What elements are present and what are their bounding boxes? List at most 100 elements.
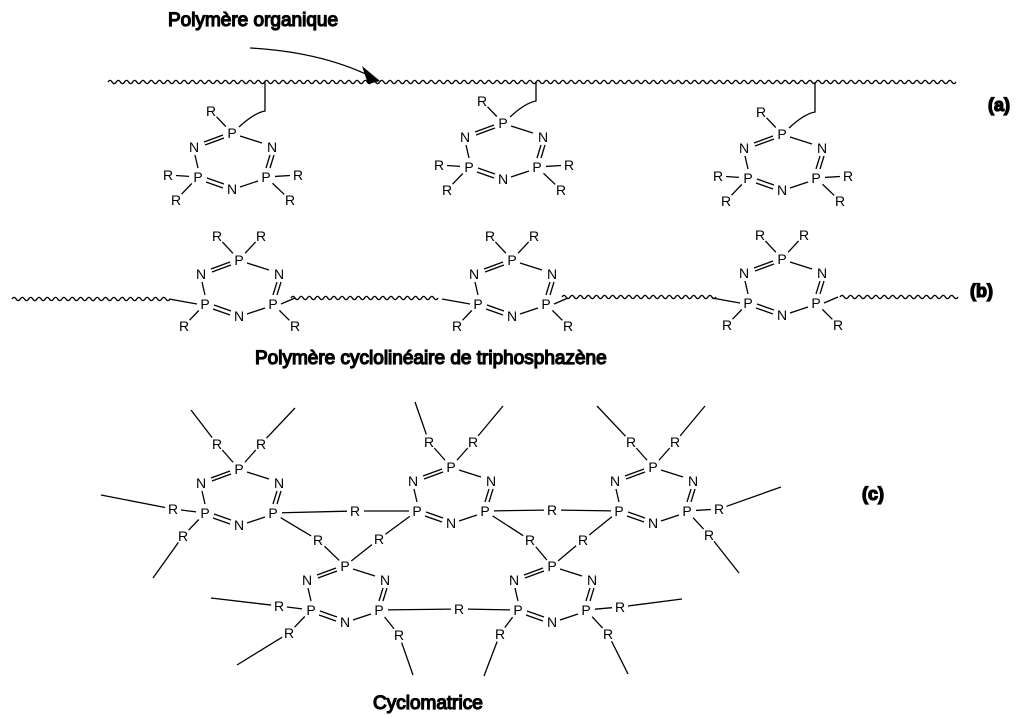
label-a: (a) (988, 95, 1010, 115)
atom-n: N (267, 139, 277, 155)
ring-double-bond (484, 264, 505, 273)
bridge-bond (350, 544, 373, 562)
ring-bond (458, 514, 478, 522)
ring-double-bond (815, 155, 821, 170)
atom-n: N (587, 572, 597, 588)
atom-n: N (460, 129, 470, 145)
cyclomatrix-sub-bond (591, 616, 604, 629)
atom-r: R (394, 627, 404, 643)
atom-p: P (480, 503, 489, 519)
ring-double-bond (626, 515, 645, 523)
atom-r: R (626, 434, 636, 450)
atom-r: R (256, 228, 266, 244)
atom-n: N (302, 572, 312, 588)
pendant-link (509, 82, 537, 118)
atom-r: R (163, 167, 173, 183)
cyclolinear-sub-bond (821, 308, 833, 320)
ring-bond (660, 514, 680, 522)
atom-r: R (206, 103, 216, 119)
ring-double-bond (213, 513, 232, 521)
bridge-bond (560, 509, 612, 512)
cyclomatrix-sub-bond (594, 607, 613, 610)
atom-p: P (340, 558, 349, 574)
ring-double-bond (540, 144, 546, 159)
ring-double-bond (475, 127, 496, 136)
cyclomatrix-sub-bond (456, 447, 469, 461)
cyclolinear-sub-bond (462, 310, 473, 321)
ring-bond (559, 613, 579, 621)
atom-p: P (507, 252, 516, 268)
atom-p: P (261, 169, 270, 185)
atom-p: P (811, 170, 820, 186)
ring-double-bond (523, 567, 544, 576)
bridge-bond (492, 515, 524, 537)
ring-double-bond (753, 135, 774, 144)
atom-r: R (485, 228, 495, 244)
atom-r: R (799, 227, 809, 243)
ring-bond (246, 516, 266, 524)
atom-p: P (306, 602, 315, 618)
atom-n: N (227, 181, 237, 197)
ring-double-bond (269, 154, 275, 169)
ring-double-bond (755, 182, 774, 190)
ring-double-bond (423, 471, 444, 480)
ring-bond (514, 587, 519, 602)
pendant-sub-bond (175, 174, 190, 178)
atom-p: P (200, 296, 209, 312)
atom-r: R (755, 227, 765, 243)
atom-n: N (408, 473, 418, 489)
ring-double-bond (212, 308, 231, 316)
caption-cyclolinear-polymer: Polymère cyclolinéaire de triphosphazène (255, 348, 607, 369)
atom-n: N (234, 517, 244, 533)
ring-double-bond (525, 614, 544, 622)
ring-double-bond (627, 511, 646, 519)
ring-bond (519, 262, 543, 271)
ring-double-bond (265, 154, 271, 169)
pendant-sub-bond (766, 117, 777, 128)
atom-p: P (532, 159, 541, 175)
atom-n: N (547, 266, 557, 282)
ring-double-bond (819, 155, 825, 170)
atom-n: N (817, 140, 827, 156)
atom-r: R (547, 502, 557, 518)
bridge-bond (387, 608, 452, 611)
ring-double-bond (272, 490, 278, 505)
atom-n: N (777, 307, 787, 323)
ring-bond (744, 280, 749, 295)
ring-double-bond (318, 614, 337, 622)
atom-p: P (513, 602, 522, 618)
bridge-bond (324, 545, 340, 561)
network-extension (236, 636, 283, 666)
ring-double-bond (203, 134, 224, 143)
ring-double-bond (754, 263, 775, 272)
network-extension (596, 405, 626, 437)
caption-organic-polymer: Polymère organique (168, 10, 338, 31)
atom-p: P (811, 295, 820, 311)
atom-r: R (454, 601, 464, 617)
ring-bond (559, 568, 583, 577)
atom-p: P (268, 296, 277, 312)
organic-polymer-chain (107, 79, 957, 85)
network-extension (210, 597, 272, 606)
pendant-sub-bond (822, 183, 835, 196)
network-extension (266, 407, 296, 439)
atom-n: N (380, 572, 390, 588)
atom-n: N (196, 475, 206, 491)
atom-n: N (469, 266, 479, 282)
atom-r: R (284, 625, 294, 641)
ring-double-bond (276, 490, 282, 505)
network-extension (100, 494, 166, 509)
ring-double-bond (213, 304, 232, 312)
ring-double-bond (524, 570, 545, 579)
ring-double-bond (536, 144, 542, 159)
atom-r: R (256, 436, 266, 452)
atom-p: P (648, 459, 657, 475)
atom-r: R (833, 317, 843, 333)
atom-n: N (739, 140, 749, 156)
atom-p: P (464, 159, 473, 175)
